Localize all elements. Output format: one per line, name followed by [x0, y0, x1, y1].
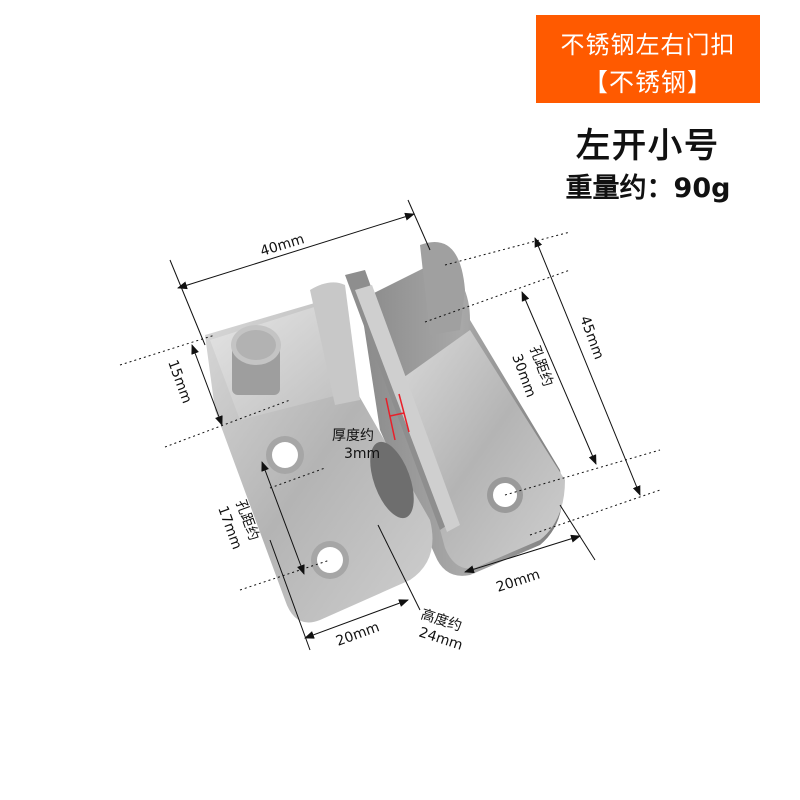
dim-left-top: 15mm	[164, 358, 194, 406]
dim-thickness-value: 3mm	[344, 446, 380, 462]
product-badge: 不锈钢左右门扣 【不锈钢】	[536, 15, 760, 103]
dim-bottom-right: 20mm	[494, 567, 542, 596]
dim-thickness-label: 厚度约	[332, 428, 374, 444]
dimension-lines	[169, 199, 641, 651]
dimension-guides	[119, 231, 661, 591]
badge-title: 不锈钢左右门扣	[560, 31, 736, 59]
dim-height-total: 45mm	[576, 314, 606, 362]
badge-material: 【不锈钢】	[582, 68, 713, 97]
model-name: 左开小号	[576, 126, 720, 166]
dim-bottom-left: 20mm	[334, 619, 382, 649]
model-weight: 重量约：90g	[565, 173, 731, 204]
thickness-marker	[385, 393, 410, 441]
latch-knob	[231, 325, 281, 395]
